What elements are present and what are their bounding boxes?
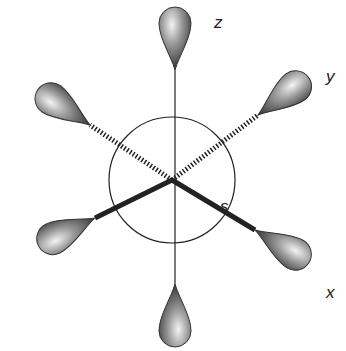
axis-label: y (326, 68, 335, 85)
axis-label: x (326, 284, 335, 301)
orbital-lobe (31, 204, 102, 260)
back-axis (172, 115, 258, 180)
orbital-lobe (248, 64, 318, 127)
front-axis (172, 180, 255, 230)
orbital-lobe (159, 284, 191, 347)
orbital-lobe (29, 77, 99, 139)
orbital-label: s (220, 198, 229, 215)
orbital-lobe (247, 216, 317, 276)
orbital-lobe (159, 7, 191, 70)
back-axis (90, 125, 172, 180)
axis-label: z (214, 14, 223, 31)
front-axis (95, 180, 172, 218)
